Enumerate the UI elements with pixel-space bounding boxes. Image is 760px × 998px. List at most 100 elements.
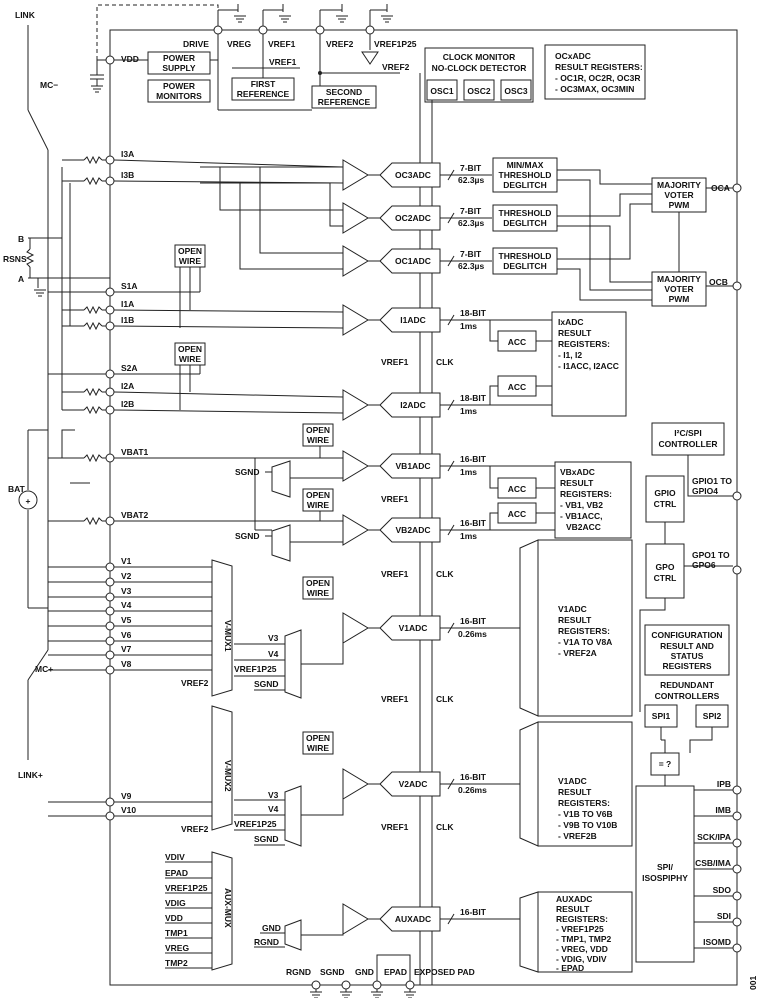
- pin-v10-label: V10: [121, 805, 136, 815]
- cfg-1: CONFIGURATION: [651, 630, 722, 640]
- oc2-thr-1: THRESHOLD: [499, 208, 552, 218]
- ow-vb1-1: OPEN: [306, 425, 330, 435]
- ow-v1-2: WIRE: [307, 588, 330, 598]
- cfg-2: RESULT AND: [660, 641, 714, 651]
- aux-res-8: - EPAD: [556, 963, 584, 973]
- gpio-ctrl-box: [645, 475, 685, 523]
- v2-res-6: - VREF2B: [558, 831, 597, 841]
- auxmux-label: AUX-MUX: [223, 888, 233, 928]
- i1-time: 1ms: [460, 321, 477, 331]
- second-reference-box: [311, 85, 377, 109]
- oc-adcs: [342, 159, 492, 277]
- bat-label: BAT: [8, 484, 26, 494]
- v2-bits: 16-BIT: [460, 772, 487, 782]
- open-wire-1-box: [174, 244, 206, 268]
- i1-bits: 18-BIT: [460, 308, 487, 318]
- aux-vdig: VDIG: [165, 898, 186, 908]
- v1adc-in-v4: V4: [268, 649, 279, 659]
- ow2-1: OPEN: [178, 344, 202, 354]
- top-pins: [213, 4, 394, 35]
- open-wire-v1-box: [302, 576, 334, 600]
- majb-3: PWM: [669, 294, 690, 304]
- aux-res-5: - TMP1, TMP2: [556, 934, 612, 944]
- aux-vdd: VDD: [165, 913, 183, 923]
- aux-vreg: VREG: [165, 943, 189, 953]
- open-wire-2-box: [174, 342, 206, 366]
- input-rows: I3AI3BS1AI1AI1BS2AI2AI2BVBAT1VBAT2V1V2V3…: [48, 149, 344, 821]
- osc3-box: [500, 79, 532, 101]
- battery-symbol: +: [26, 496, 31, 506]
- vmux1-vref2: VREF2: [181, 678, 209, 688]
- oc2-deglitch-box: [492, 204, 558, 232]
- minmax-deglitch-box: [492, 157, 558, 193]
- oc2-bits: 7-BIT: [460, 206, 482, 216]
- majb-1: MAJORITY: [657, 274, 701, 284]
- pin-i2a-label: I2A: [121, 381, 134, 391]
- gpio-ctrl-2: CTRL: [654, 499, 677, 509]
- clock-title-2: NO-CLOCK DETECTOR: [432, 63, 527, 73]
- ow-v1-1: OPEN: [306, 578, 330, 588]
- vmux2-label: V-MUX2: [223, 760, 233, 792]
- vb-res-4: - VB1, VB2: [560, 500, 603, 510]
- mc-minus-label: MC−: [40, 80, 58, 90]
- v1-res-3: REGISTERS:: [558, 626, 610, 636]
- oc3-bits: 7-BIT: [460, 163, 482, 173]
- vmux1-label: V-MUX1: [223, 620, 233, 652]
- oc2-thr-2: DEGLITCH: [503, 218, 546, 228]
- pin-i1b-label: I1B: [121, 315, 134, 325]
- bus-clk-4: CLK: [436, 822, 454, 832]
- pin-v6-label: V6: [121, 630, 132, 640]
- pin-vbat1-label: VBAT1: [121, 447, 149, 457]
- v2-res-1: V1ADC: [558, 776, 587, 786]
- aux-res-2: RESULT: [556, 904, 590, 914]
- power-supply-box: [147, 51, 211, 75]
- acc-i2-label: ACC: [508, 382, 526, 392]
- oc2-time: 62.3µs: [458, 218, 484, 228]
- mc-plus-label: MC+: [35, 664, 53, 674]
- oc1-bits: 7-BIT: [460, 249, 482, 259]
- gpio-pin-1: GPIO1 TO: [692, 476, 732, 486]
- bus-vref1-1: VREF1: [381, 357, 409, 367]
- vb1-bits: 16-BIT: [460, 454, 487, 464]
- red-2: CONTROLLERS: [655, 691, 720, 701]
- vb2-time: 1ms: [460, 531, 477, 541]
- v1-res-5: - VREF2A: [558, 648, 597, 658]
- ow-vb1-2: WIRE: [307, 435, 330, 445]
- v2adc-in-vref1p25: VREF1P25: [234, 819, 277, 829]
- pin-v7-label: V7: [121, 644, 132, 654]
- ow-vb2-1: OPEN: [306, 490, 330, 500]
- vb-res-2: RESULT: [560, 478, 594, 488]
- vb2adc-label: VB2ADC: [396, 525, 431, 535]
- vmux2-vref2: VREF2: [181, 824, 209, 834]
- spi-pin-isomd-label: ISOMD: [703, 937, 731, 947]
- v1adc-in-sgnd: SGND: [254, 679, 279, 689]
- v1adc-result-box: [537, 539, 633, 717]
- vb-res-6: VB2ACC: [566, 522, 601, 532]
- osc2-box: [463, 79, 495, 101]
- maja-2: VOTER: [664, 190, 693, 200]
- v1-res-4: - V1A TO V8A: [558, 637, 612, 647]
- second-ref-text-2: REFERENCE: [318, 97, 371, 107]
- rsns-label: RSNS: [3, 254, 27, 264]
- aux-tmp1: TMP1: [165, 928, 188, 938]
- aux-res-1: AUXADC: [556, 894, 592, 904]
- ocx-info-1: OCxADC: [555, 51, 591, 61]
- cfg-4: REGISTERS: [662, 661, 711, 671]
- spi-isospiphy-box: [635, 785, 695, 963]
- first-ref-text-2: REFERENCE: [237, 89, 290, 99]
- pin-v3-label: V3: [121, 586, 132, 596]
- ix-res-1: IxADC: [558, 317, 584, 327]
- oc1-deglitch-box: [492, 247, 558, 275]
- power-monitors-text-2: MONITORS: [156, 91, 202, 101]
- oc3adc-label: OC3ADC: [395, 170, 431, 180]
- i2adc-label: I2ADC: [400, 400, 426, 410]
- vdd-label: VDD: [121, 54, 139, 64]
- compare-label: = ?: [659, 759, 672, 769]
- vb-res-3: REGISTERS:: [560, 489, 612, 499]
- chip-outline: [109, 29, 738, 986]
- v1-res-1: V1ADC: [558, 604, 587, 614]
- drive-label: DRIVE: [183, 39, 209, 49]
- i1adc-label: I1ADC: [400, 315, 426, 325]
- vb2-bits: 16-BIT: [460, 518, 487, 528]
- i2-bits: 18-BIT: [460, 393, 487, 403]
